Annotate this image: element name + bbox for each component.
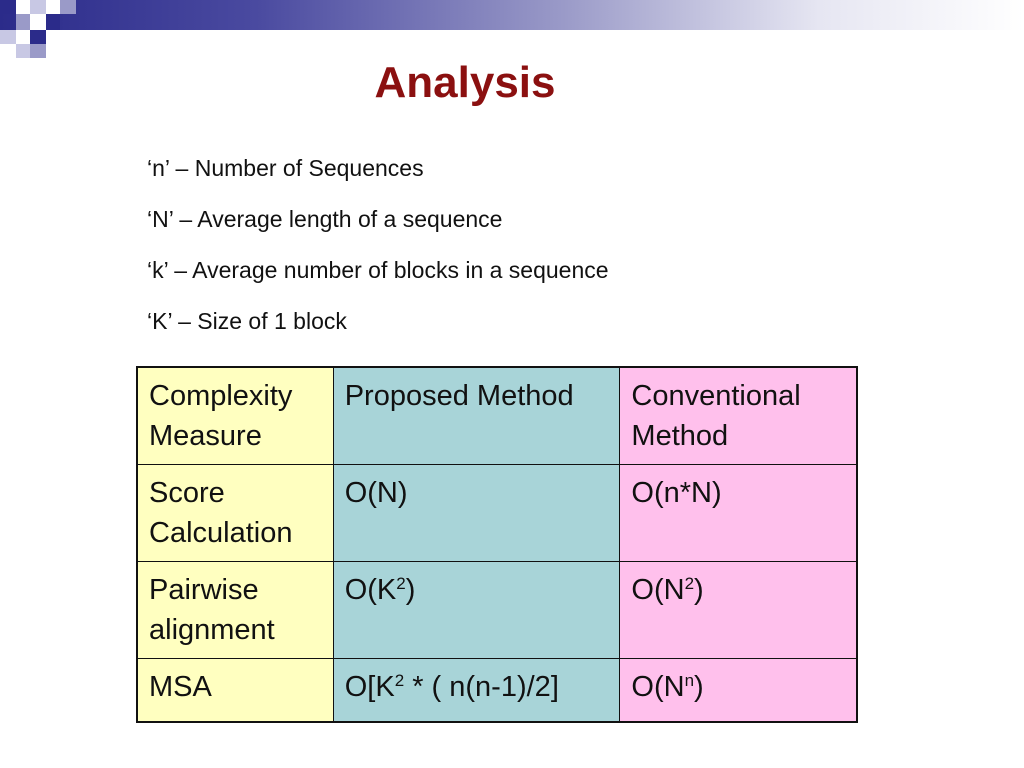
table-row: Score Calculation O(N) O(n*N) — [136, 464, 858, 562]
formula-base: O(K — [344, 574, 397, 606]
deco-square — [16, 0, 30, 14]
deco-square — [16, 14, 30, 30]
deco-square — [30, 0, 46, 14]
definition-item: ‘K’ – Size of 1 block — [147, 308, 347, 334]
definition-item: ‘k’ – Average number of blocks in a sequ… — [147, 257, 609, 283]
definition-item: ‘n’ – Number of Sequences — [147, 155, 424, 181]
deco-square — [0, 30, 16, 44]
formula-tail: ) — [694, 574, 704, 606]
cell-measure: MSA — [136, 658, 334, 723]
header-cell-measure: Complexity Measure — [136, 366, 334, 465]
cell-conventional: O(n*N) — [619, 464, 858, 562]
formula-tail: ) — [405, 574, 416, 606]
header-band — [0, 0, 1024, 30]
decorative-squares — [0, 0, 90, 60]
slide-title: Analysis — [374, 58, 556, 107]
formula-base: O(N — [631, 574, 685, 606]
deco-square — [60, 0, 76, 14]
deco-square — [0, 0, 16, 14]
cell-measure: Pairwise alignment — [136, 561, 334, 659]
table-row: Pairwise alignment O(K2) O(N2) — [136, 561, 858, 659]
formula-tail: * ( n(n-1)/2] — [404, 671, 559, 703]
formula-superscript: 2 — [684, 574, 695, 593]
cell-measure: Score Calculation — [136, 464, 334, 562]
definition-list: ‘n’ – Number of Sequences ‘N’ – Average … — [147, 151, 609, 355]
formula-superscript: 2 — [396, 574, 406, 593]
cell-conventional: O(N2) — [619, 561, 858, 659]
deco-square — [46, 0, 60, 14]
deco-square — [16, 44, 30, 58]
cell-proposed: O(K2) — [332, 561, 621, 659]
formula-base: O[K — [344, 671, 395, 703]
complexity-table: Complexity Measure Proposed Method Conve… — [136, 366, 858, 723]
formula-superscript: 2 — [394, 671, 405, 690]
formula-base: O(N — [631, 671, 685, 703]
table-row: MSA O[K2 * ( n(n-1)/2] O(Nn) — [136, 658, 858, 723]
definition-item: ‘N’ – Average length of a sequence — [147, 206, 503, 232]
header-cell-proposed: Proposed Method — [332, 366, 621, 465]
deco-square — [30, 30, 46, 44]
deco-square — [30, 44, 46, 58]
header-cell-conventional: Conventional Method — [619, 366, 858, 465]
formula-superscript: n — [684, 671, 695, 690]
cell-conventional: O(Nn) — [619, 658, 858, 723]
cell-proposed: O(N) — [332, 464, 621, 562]
deco-square — [30, 14, 46, 30]
cell-proposed: O[K2 * ( n(n-1)/2] — [332, 658, 621, 723]
formula-tail: ) — [694, 671, 704, 703]
deco-square — [46, 14, 60, 30]
table-header-row: Complexity Measure Proposed Method Conve… — [136, 366, 858, 465]
